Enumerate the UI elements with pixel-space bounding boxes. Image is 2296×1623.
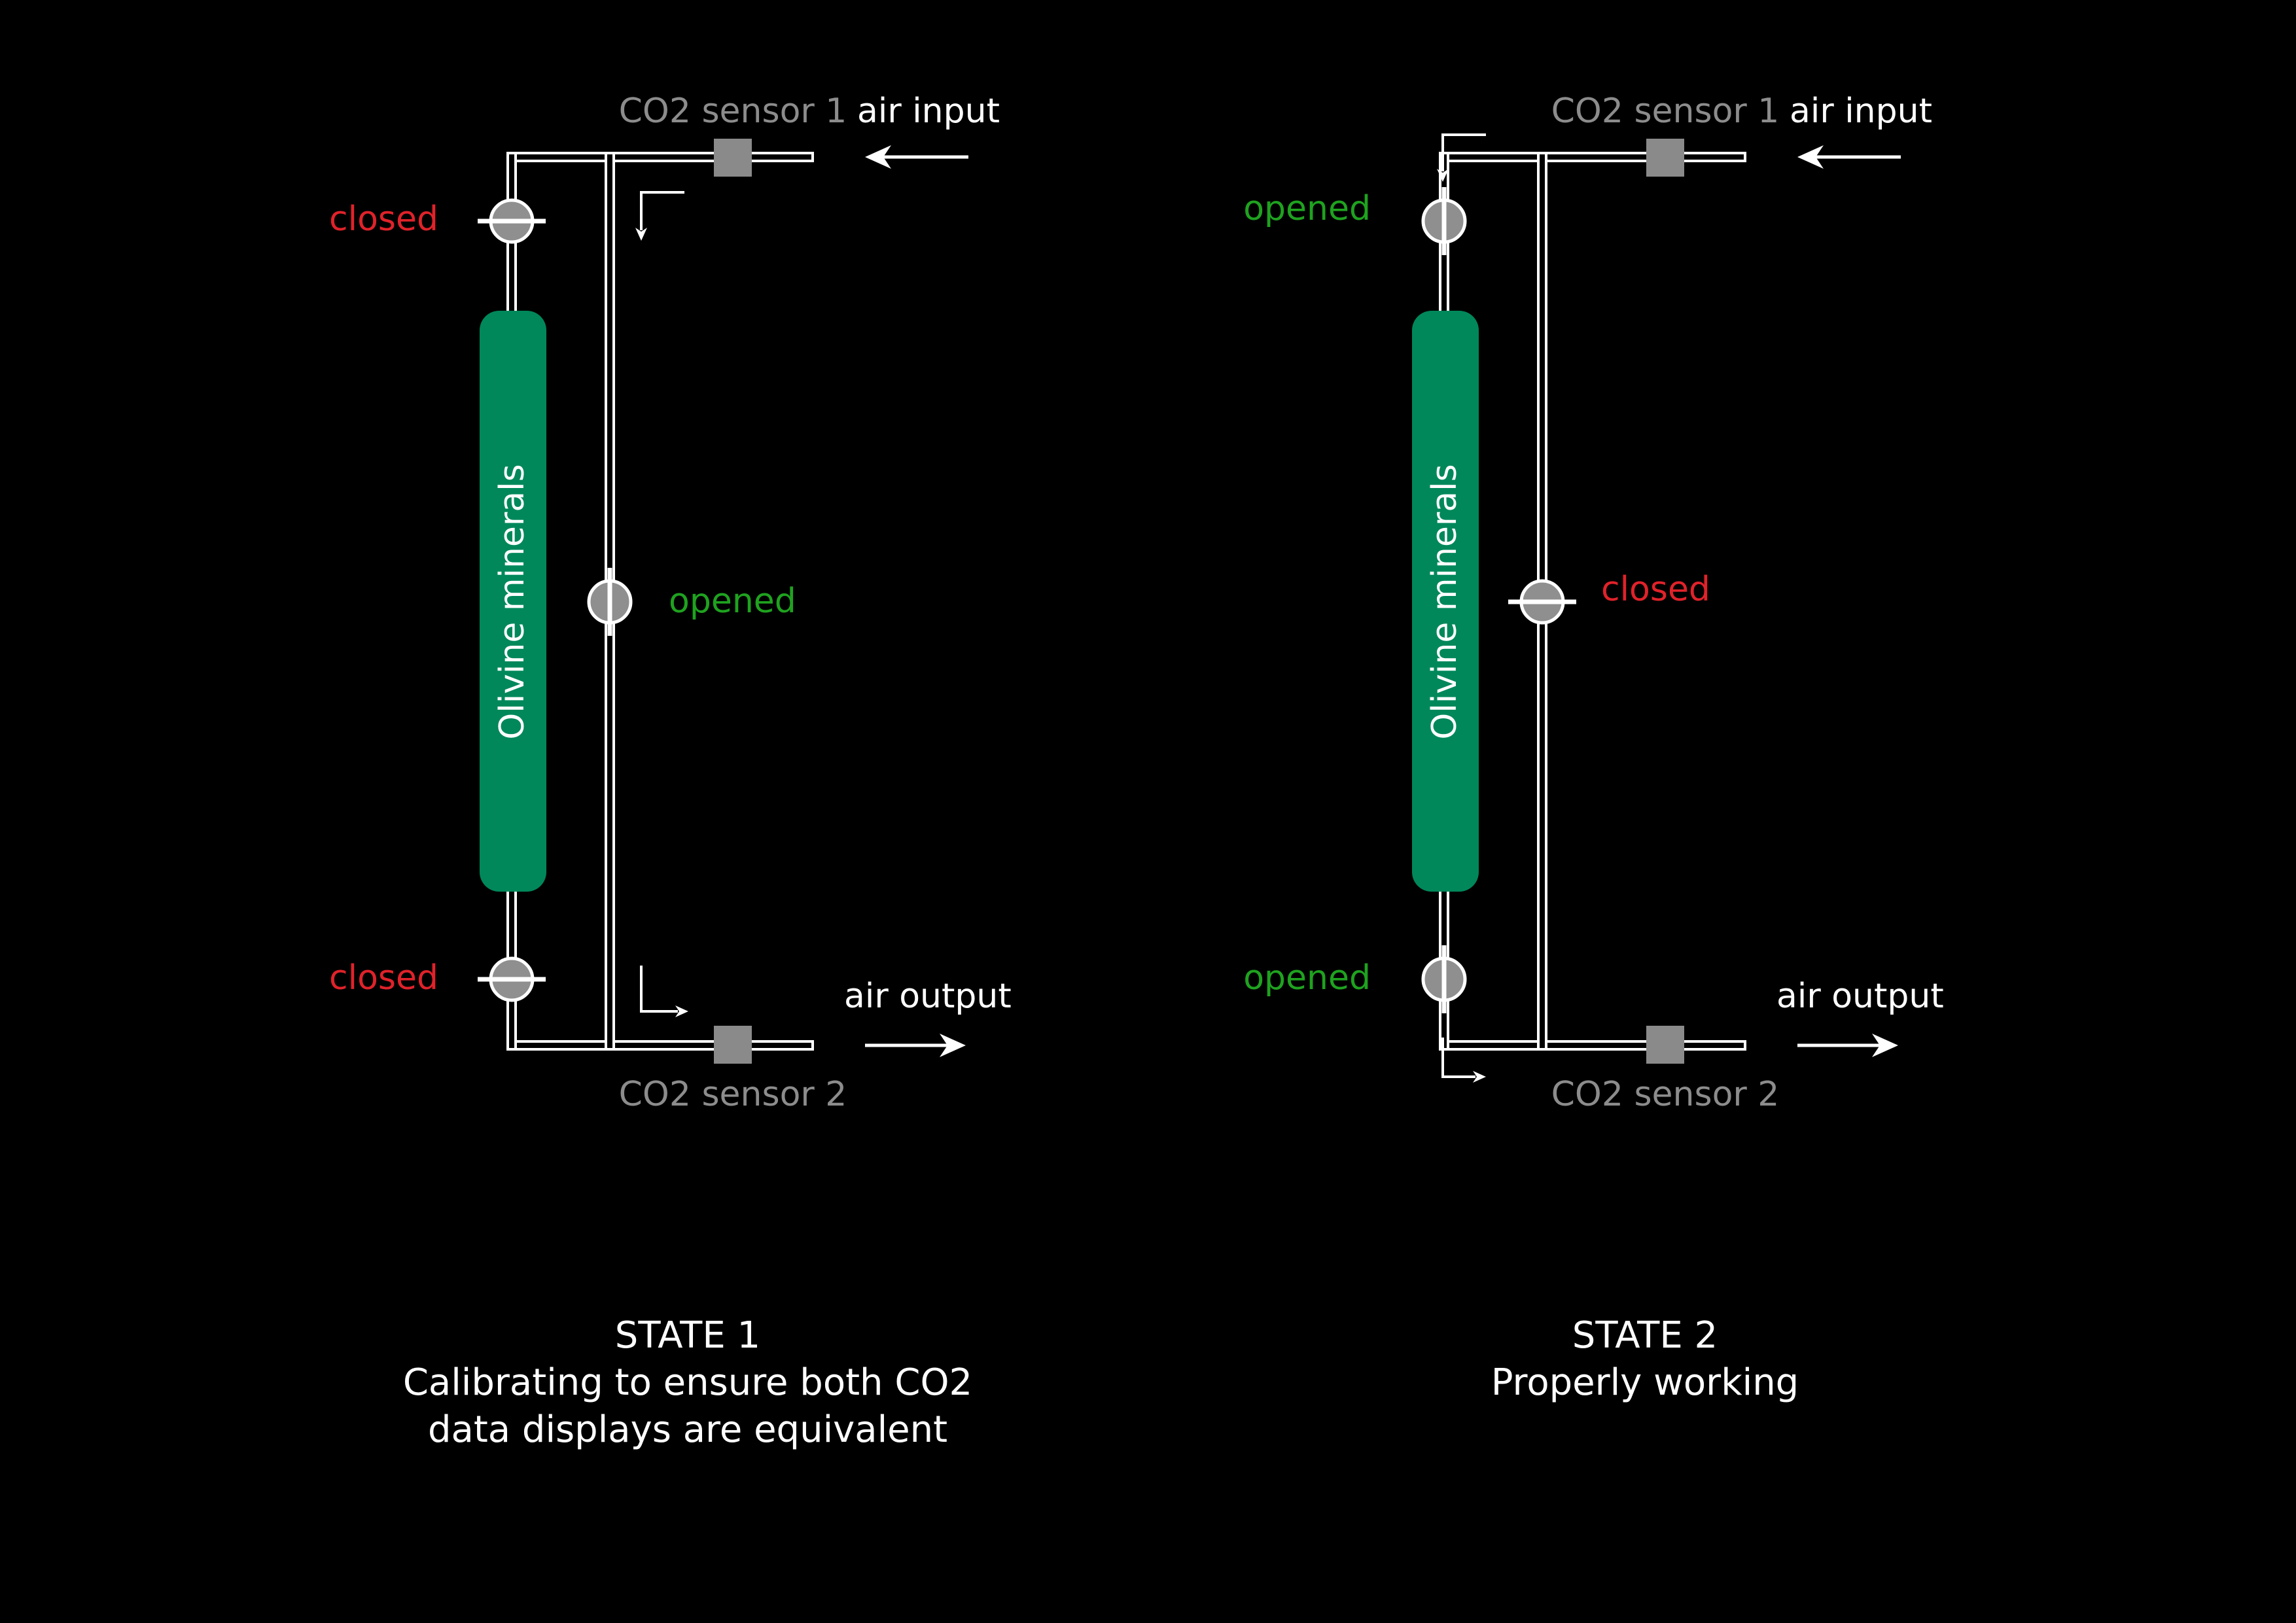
state-description: data displays are equivalent (428, 1408, 947, 1451)
valve-bottom-state: opened (1243, 958, 1371, 998)
olivine-column (480, 311, 546, 892)
olivine-column (1412, 311, 1479, 892)
co2-sensor-1 (1646, 139, 1684, 177)
arrowhead-icon (1872, 1034, 1898, 1057)
flow-arrow (1441, 1038, 1475, 1078)
valve-middle (587, 568, 633, 636)
valve-middle (1508, 579, 1576, 625)
arrowhead-icon (1437, 169, 1449, 182)
valve-middle-state: opened (669, 582, 796, 621)
state-title: STATE 2 (1572, 1314, 1718, 1357)
sensor-1-label: CO2 sensor 1 (619, 92, 847, 131)
arrowhead-icon (675, 1005, 688, 1017)
air-output-label: air output (844, 977, 1012, 1016)
arrowhead-icon (1473, 1071, 1486, 1083)
flow-arrow (640, 191, 684, 230)
sensor-1-label: CO2 sensor 1 (1551, 92, 1780, 131)
arrowhead-icon (635, 228, 647, 241)
co2-sensor-2 (714, 1026, 752, 1064)
panel-state2: Olivine minerals CO2 sensor 1 CO2 sensor 2… (1243, 92, 1944, 1404)
state-title: STATE 1 (615, 1314, 760, 1357)
valve-bottom (1421, 945, 1467, 1013)
column-label: Olivine minerals (1425, 464, 1464, 739)
state-description: Calibrating to ensure both CO2 (403, 1361, 972, 1404)
sensor-2-label: CO2 sensor 2 (1551, 1075, 1780, 1114)
panel-state1: Olivine minerals CO2 sensor 1 CO2 sensor 2… (329, 92, 1012, 1451)
arrowhead-icon (865, 145, 891, 169)
arrowhead-icon (1797, 145, 1824, 169)
flow-arrow (640, 966, 678, 1013)
air-output-label: air output (1776, 977, 1944, 1016)
valve-top (478, 198, 546, 244)
state-description: Properly working (1491, 1361, 1799, 1404)
column-label: Olivine minerals (493, 464, 532, 739)
valve-top (1421, 187, 1467, 255)
sensor-2-label: CO2 sensor 2 (619, 1075, 847, 1114)
valve-bottom (478, 956, 546, 1002)
valve-top-state: opened (1243, 189, 1371, 228)
arrowhead-icon (940, 1034, 966, 1057)
air-input-label: air input (1790, 92, 1932, 131)
valve-middle-state: closed (1601, 570, 1710, 609)
air-input-label: air input (857, 92, 1000, 131)
valve-top-state: closed (329, 200, 438, 239)
co2-sensor-2 (1646, 1026, 1684, 1064)
flow-arrow (1441, 133, 1486, 171)
valve-bottom-state: closed (329, 958, 438, 998)
co2-sensor-1 (714, 139, 752, 177)
